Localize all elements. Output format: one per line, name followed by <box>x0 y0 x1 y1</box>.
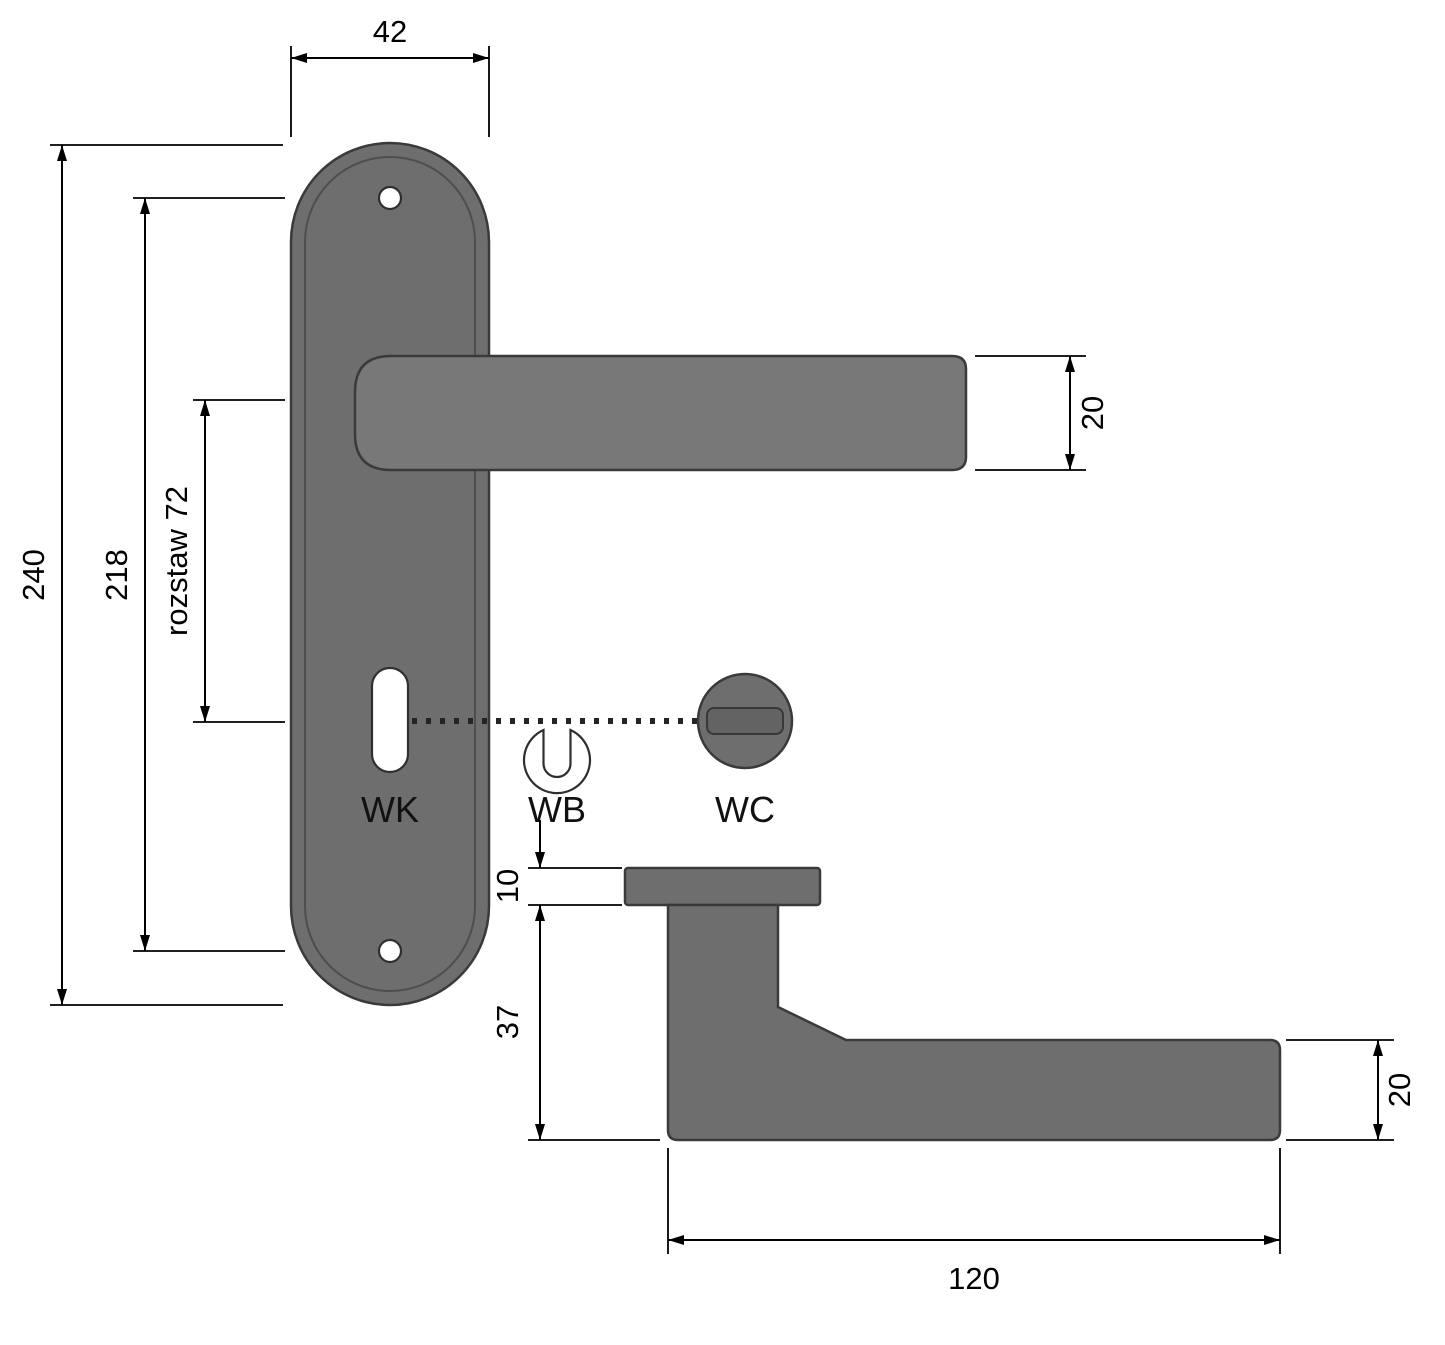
lever-handle-side <box>666 903 1282 1142</box>
backplate-inner-contour <box>304 156 476 992</box>
dimension-text: 42 <box>373 14 407 49</box>
dimension-text: 20 <box>1382 1073 1417 1107</box>
screw-hole-bottom <box>377 938 403 964</box>
variant-label-wk: WK <box>361 789 419 830</box>
dimension-text: 218 <box>99 549 134 601</box>
dimension-total-height: 240 <box>16 144 283 1006</box>
dimension-text: 10 <box>490 869 525 903</box>
rose-plate-side <box>623 866 822 907</box>
front-view: WK WB WC <box>289 141 968 1007</box>
dimension-rose-thickness: 10 <box>490 820 622 906</box>
dimension-lever-length: 120 <box>667 1148 1281 1296</box>
lever-handle-front <box>353 354 968 472</box>
dimension-axis-spacing: rozstaw 72 <box>159 399 285 723</box>
dimension-text: rozstaw 72 <box>159 486 194 636</box>
dimension-lever-thickness-front: 20 <box>975 355 1110 471</box>
side-view-dimensions: 10 37 20 120 <box>490 820 1417 1296</box>
keyhole-wk <box>370 666 410 774</box>
dimension-text: 37 <box>490 1005 525 1039</box>
dimension-screw-spacing: 218 <box>99 197 285 952</box>
dimension-text: 20 <box>1075 396 1110 430</box>
screw-hole-top <box>377 185 403 211</box>
variant-label-wb: WB <box>528 789 586 830</box>
dimension-text: 120 <box>948 1261 1000 1296</box>
euro-cylinder-profile-wb <box>522 728 592 795</box>
side-view <box>623 866 1282 1142</box>
dimension-plate-width: 42 <box>290 14 490 137</box>
dimension-text: 240 <box>16 549 51 601</box>
front-view-dimensions: 42 240 218 rozstaw 72 20 <box>16 14 1110 1006</box>
variant-label-wc: WC <box>715 789 775 830</box>
backplate <box>289 141 491 1007</box>
dimension-lever-thickness-side: 20 <box>1286 1039 1417 1141</box>
dimension-neck-depth: 37 <box>490 905 660 1141</box>
wc-turn-slot <box>706 707 784 735</box>
